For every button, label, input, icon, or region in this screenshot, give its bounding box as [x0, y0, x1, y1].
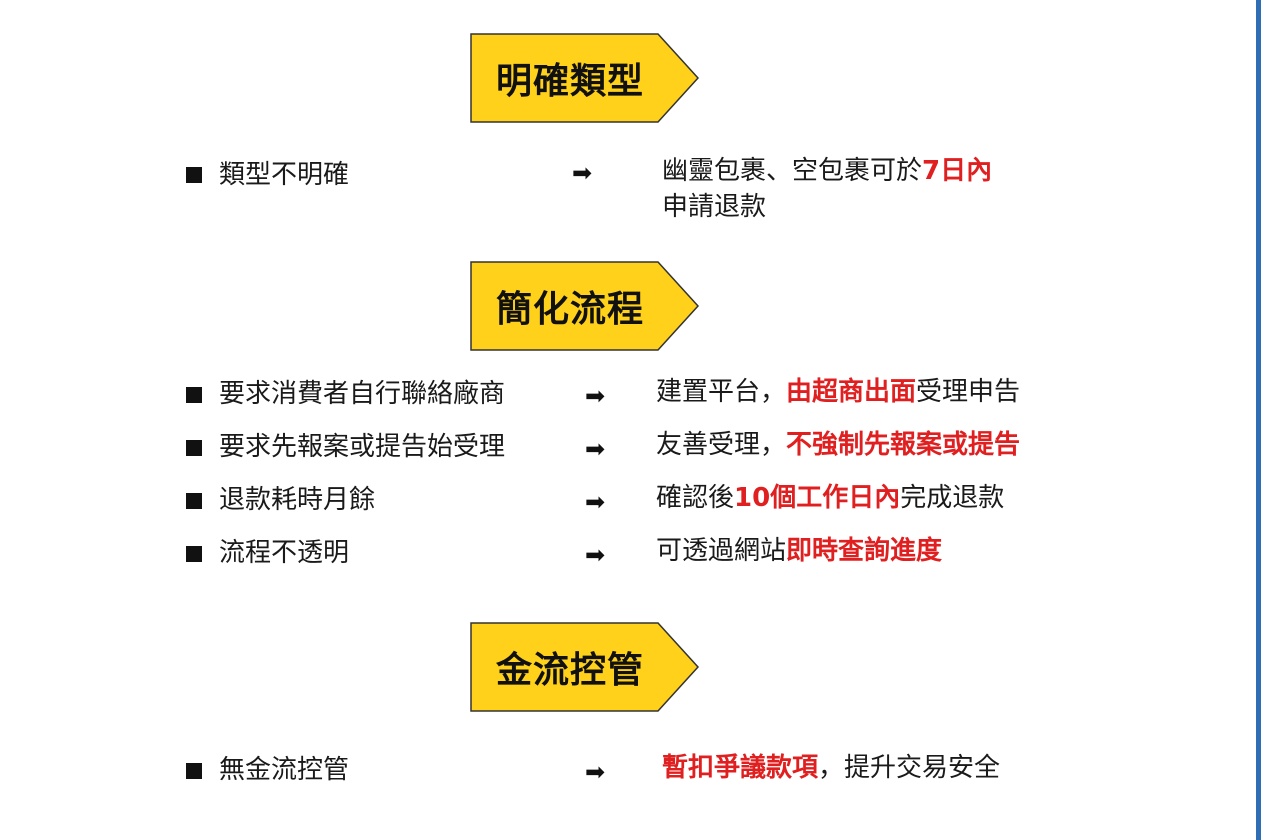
solution-highlight: 即時查詢進度 [786, 536, 943, 566]
problem-text: 無金流控管 [219, 755, 350, 785]
section-title: 簡化流程 [495, 289, 644, 330]
chevron-banner-icon [470, 33, 700, 123]
right-arrow-icon: ➡ [572, 159, 593, 187]
right-arrow-icon: ➡ [585, 382, 606, 410]
solution-text: 建置平台，由超商出面受理申告 [656, 374, 1020, 410]
solution-highlight: 暫扣爭議款項 [662, 753, 819, 783]
solution-part: 幽靈包裹、空包裹可於 [662, 156, 923, 186]
solution-highlight: 不強制先報案或提告 [786, 430, 1021, 460]
solution-part: 建置平台， [656, 377, 787, 407]
solution-part: 可透過網站 [656, 536, 787, 566]
problem-text: 流程不透明 [219, 538, 350, 568]
solution-text: 友善受理，不強制先報案或提告 [656, 427, 1020, 463]
solution-part: 友善受理， [656, 430, 787, 460]
square-bullet-icon [186, 763, 202, 779]
solution-part: 確認後 [656, 483, 735, 513]
right-arrow-icon: ➡ [585, 758, 606, 786]
square-bullet-icon [186, 440, 202, 456]
solution-highlight: 7日內 [922, 156, 993, 186]
chevron-banner-icon [470, 261, 700, 351]
solution-part: ，提升交易安全 [818, 753, 1001, 783]
banner-cash-flow-control: 金流控管 [470, 622, 702, 712]
solution-text-line2: 申請退款 [662, 192, 767, 222]
problem-text: 要求消費者自行聯絡廠商 [219, 379, 506, 409]
solution-text: 暫扣爭議款項，提升交易安全 [662, 750, 1000, 786]
section-title: 明確類型 [495, 61, 644, 102]
square-bullet-icon [186, 387, 202, 403]
banner-clear-types: 明確類型 [470, 33, 702, 123]
solution-part: 完成退款 [900, 483, 1005, 513]
section-title: 金流控管 [495, 650, 644, 691]
problem-text: 要求先報案或提告始受理 [219, 432, 506, 462]
solution-text: 確認後10個工作日內完成退款 [656, 480, 1004, 516]
solution-text: 可透過網站即時查詢進度 [656, 533, 942, 569]
problem-text: 類型不明確 [219, 160, 350, 190]
solution-text: 幽靈包裹、空包裹可於7日內 [662, 153, 992, 189]
square-bullet-icon [186, 167, 202, 183]
page-edge-bar [1256, 0, 1261, 840]
problem-text: 退款耗時月餘 [219, 485, 376, 515]
right-arrow-icon: ➡ [585, 435, 606, 463]
right-arrow-icon: ➡ [585, 488, 606, 516]
square-bullet-icon [186, 493, 202, 509]
chevron-banner-icon [470, 622, 700, 712]
right-arrow-icon: ➡ [585, 541, 606, 569]
banner-simplify-process: 簡化流程 [470, 261, 702, 351]
solution-highlight: 10個工作日內 [734, 483, 901, 513]
solution-highlight: 由超商出面 [786, 377, 917, 407]
square-bullet-icon [186, 546, 202, 562]
solution-part: 受理申告 [916, 377, 1021, 407]
